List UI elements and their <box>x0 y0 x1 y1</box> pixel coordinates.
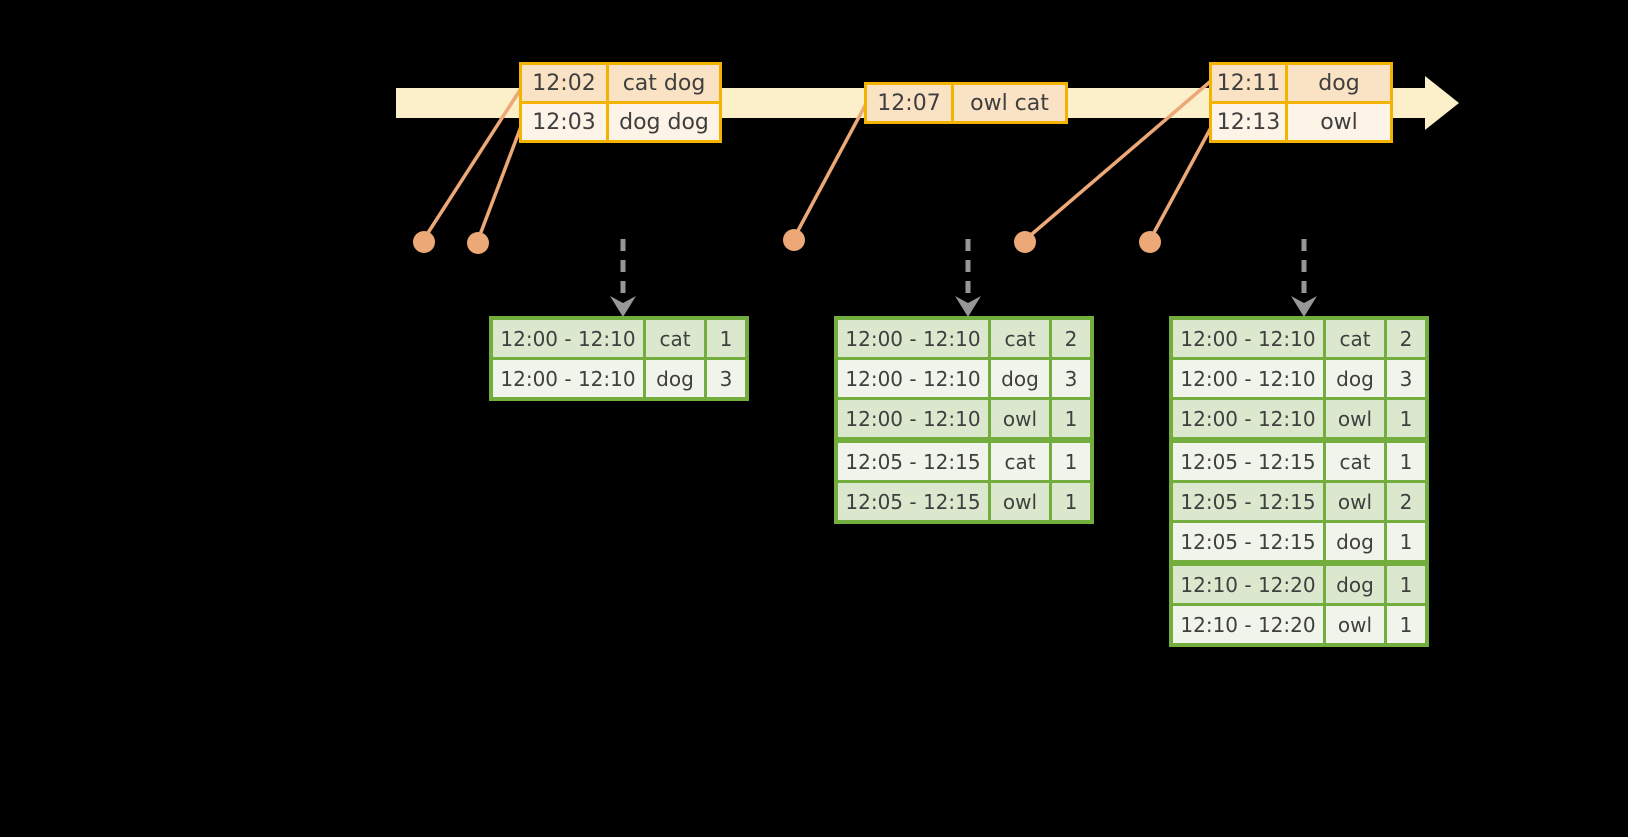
window-range: 12:10 - 12:20 <box>1173 566 1326 603</box>
word-key: owl <box>991 483 1052 520</box>
window-range: 12:05 - 12:15 <box>1173 483 1326 520</box>
event-dot <box>413 231 435 253</box>
word-count: 1 <box>1052 400 1090 437</box>
word-count: 1 <box>1387 400 1425 437</box>
word-count: 1 <box>1387 443 1425 480</box>
word-key: dog <box>646 360 707 397</box>
word-count: 1 <box>1387 566 1425 603</box>
event-row: 12:02 cat dog <box>522 65 719 101</box>
word-count: 1 <box>707 320 745 357</box>
trigger-arrowhead-icon <box>610 296 636 317</box>
event-box-1207: 12:07 owl cat <box>864 82 1068 124</box>
word-count: 2 <box>1387 483 1425 520</box>
word-count: 1 <box>1387 606 1425 643</box>
event-dot <box>1139 231 1161 253</box>
event-time: 12:07 <box>867 85 954 121</box>
word-count: 1 <box>1052 443 1090 480</box>
timeline-arrowhead-icon <box>1425 76 1459 130</box>
event-dot <box>1014 231 1036 253</box>
window-range: 12:05 - 12:15 <box>1173 443 1326 480</box>
window-range: 12:00 - 12:10 <box>1173 400 1326 437</box>
window-range: 12:00 - 12:10 <box>838 400 991 437</box>
word-key: owl <box>991 400 1052 437</box>
word-key: dog <box>991 360 1052 397</box>
word-key: owl <box>1326 606 1387 643</box>
word-key: cat <box>991 443 1052 480</box>
window-range: 12:05 - 12:15 <box>1173 523 1326 560</box>
word-count: 2 <box>1387 320 1425 357</box>
word-key: cat <box>646 320 707 357</box>
word-key: dog <box>1326 360 1387 397</box>
leader-line <box>422 86 524 240</box>
event-words: owl cat <box>970 90 1049 116</box>
word-key: cat <box>1326 320 1387 357</box>
event-dot <box>783 229 805 251</box>
trigger-arrowhead-icon <box>955 296 981 317</box>
event-dot <box>467 232 489 254</box>
word-count: 3 <box>1052 360 1090 397</box>
event-time: 12:03 <box>522 104 609 140</box>
window-range: 12:10 - 12:20 <box>1173 606 1326 643</box>
word-count: 1 <box>1387 523 1425 560</box>
word-count: 3 <box>1387 360 1425 397</box>
event-row: 12:13 owl <box>1212 101 1390 140</box>
event-box-1202-1203: 12:02 cat dog 12:03 dog dog <box>519 62 722 143</box>
leader-line <box>1023 78 1214 242</box>
event-words: owl <box>1320 109 1358 135</box>
trigger-arrowhead-icon <box>1291 296 1317 317</box>
word-key: cat <box>1326 443 1387 480</box>
word-count: 3 <box>707 360 745 397</box>
event-words: dog <box>1318 70 1360 96</box>
window-range: 12:05 - 12:15 <box>838 443 991 480</box>
word-key: owl <box>1326 400 1387 437</box>
event-box-1211-1213: 12:11 dog 12:13 owl <box>1209 62 1393 143</box>
window-range: 12:00 - 12:10 <box>838 320 991 357</box>
word-key: dog <box>1326 566 1387 603</box>
leader-line <box>792 101 869 239</box>
event-time: 12:02 <box>522 65 609 101</box>
event-row: 12:03 dog dog <box>522 101 719 140</box>
event-time: 12:11 <box>1212 65 1288 101</box>
word-count: 2 <box>1052 320 1090 357</box>
event-words: dog dog <box>619 109 709 135</box>
window-range: 12:00 - 12:10 <box>838 360 991 397</box>
event-time: 12:13 <box>1212 104 1288 140</box>
window-range: 12:05 - 12:15 <box>838 483 991 520</box>
word-key: owl <box>1326 483 1387 520</box>
leader-line <box>1148 121 1216 241</box>
word-count: 1 <box>1052 483 1090 520</box>
window-range: 12:00 - 12:10 <box>1173 360 1326 397</box>
event-words: cat dog <box>622 70 706 96</box>
event-row: 12:07 owl cat <box>867 85 1065 121</box>
event-row: 12:11 dog <box>1212 65 1390 101</box>
word-key: dog <box>1326 523 1387 560</box>
word-key: cat <box>991 320 1052 357</box>
window-range: 12:00 - 12:10 <box>1173 320 1326 357</box>
leader-line <box>476 123 524 241</box>
window-range: 12:00 - 12:10 <box>493 320 646 357</box>
window-range: 12:00 - 12:10 <box>493 360 646 397</box>
